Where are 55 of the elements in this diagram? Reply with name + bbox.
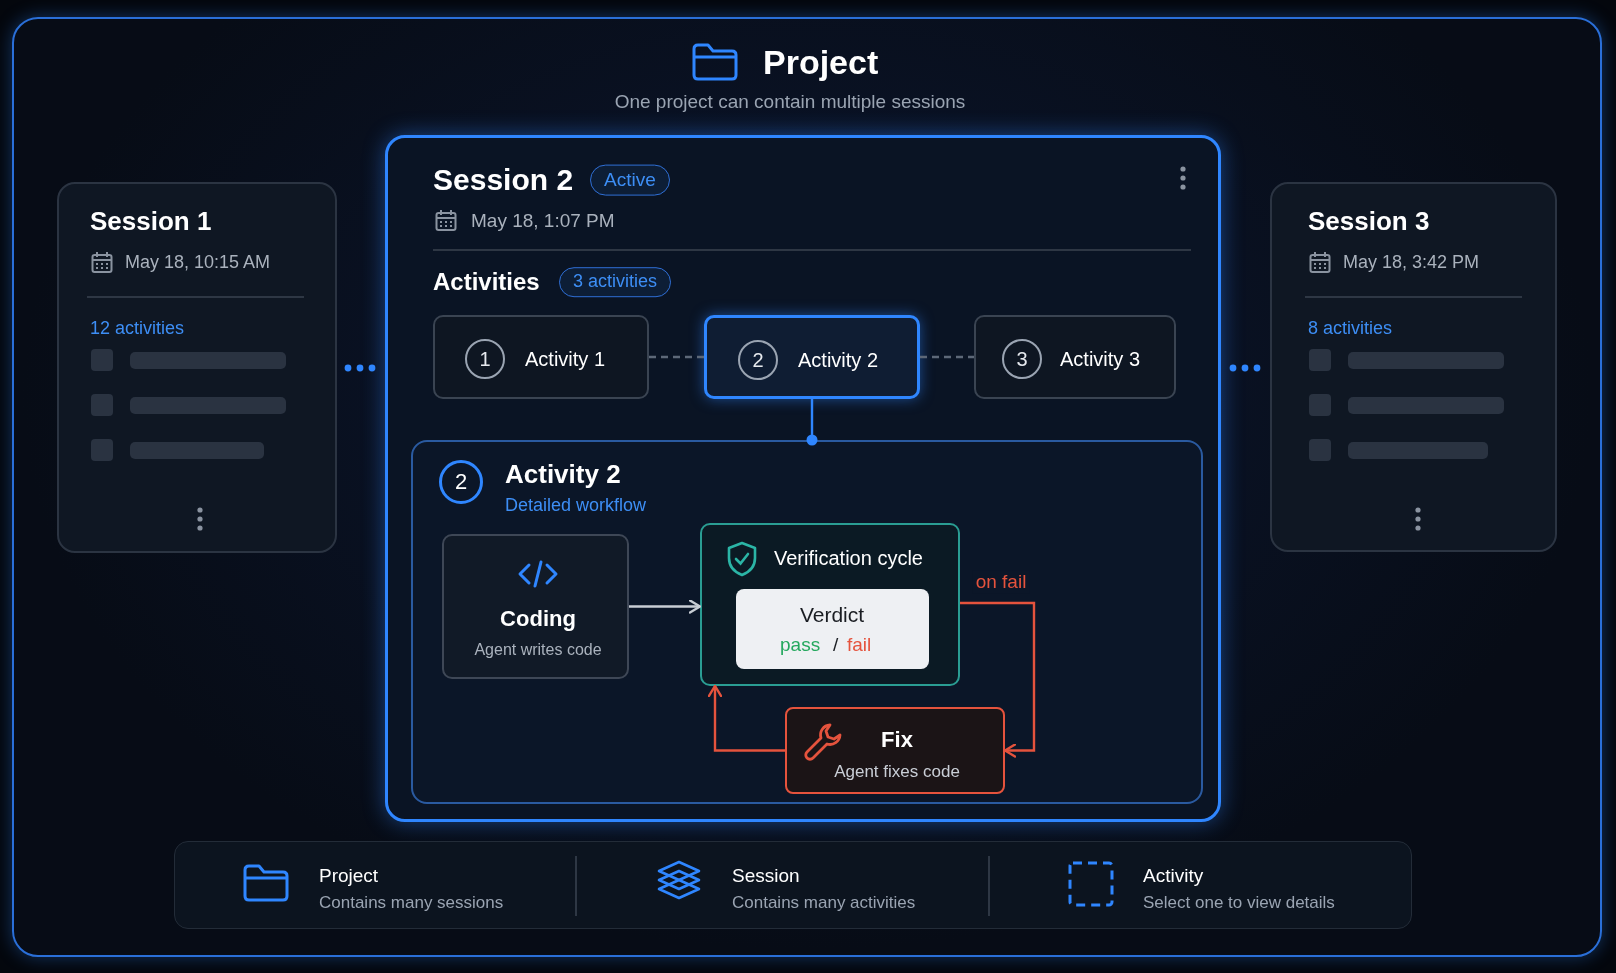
activity-label: Activity 1 xyxy=(525,347,606,371)
legend-bar xyxy=(174,841,1412,929)
card-title: Session 1 xyxy=(90,206,212,238)
legend-title: Project xyxy=(319,864,379,888)
activity-box xyxy=(433,315,649,399)
activity-count: 8 activities xyxy=(1308,318,1393,340)
process-box xyxy=(785,707,1005,794)
card-title: Session 3 xyxy=(1308,206,1430,238)
arrow xyxy=(960,601,1036,758)
step-number: 1 xyxy=(465,339,505,379)
timestamp: May 18, 10:15 AM xyxy=(125,252,271,274)
section-heading: Activities xyxy=(433,267,540,297)
pass-label: pass xyxy=(780,633,821,657)
verdict-box xyxy=(736,589,929,669)
subtitle: One project can contain multiple sessions xyxy=(614,90,966,114)
legend-title: Session xyxy=(732,864,800,888)
activity-box xyxy=(704,315,920,399)
step-number: 2 xyxy=(738,340,778,380)
legend-title: Activity xyxy=(1143,864,1204,888)
step-number: 2 xyxy=(439,460,483,504)
fail-label: fail xyxy=(847,633,872,657)
connector-line xyxy=(649,355,704,359)
process-box xyxy=(442,534,629,679)
legend-description: Select one to view details xyxy=(1143,892,1335,914)
box-title: Coding xyxy=(500,605,576,633)
card-title: Session 2 xyxy=(433,162,574,198)
activity-label: Activity 3 xyxy=(1060,347,1141,371)
title: Project xyxy=(763,41,879,83)
timestamp: May 18, 3:42 PM xyxy=(1343,252,1480,274)
project-frame xyxy=(12,17,1602,957)
arrow xyxy=(707,684,785,752)
session-card xyxy=(385,135,1221,822)
session-card xyxy=(1270,182,1557,552)
legend-description: Contains many activities xyxy=(732,892,916,914)
count-badge: 3 activities xyxy=(559,267,672,297)
box-description: Agent writes code xyxy=(474,640,602,660)
connector-line xyxy=(920,355,974,359)
box-title: Verdict xyxy=(799,602,865,628)
separator: / xyxy=(833,633,839,657)
status-badge: Active xyxy=(590,164,670,196)
box-title: Verification cycle xyxy=(774,546,923,570)
step-number: 3 xyxy=(1002,339,1042,379)
activity-label: Activity 2 xyxy=(798,348,879,372)
legend-description: Contains many sessions xyxy=(319,892,504,914)
timestamp: May 18, 1:07 PM xyxy=(471,209,615,233)
activity-box xyxy=(974,315,1176,399)
session-card xyxy=(57,182,337,553)
box-description: Agent fixes code xyxy=(834,761,960,783)
arrow xyxy=(629,599,702,614)
panel-title: Activity 2 xyxy=(505,459,621,491)
activity-count: 12 activities xyxy=(90,318,185,340)
panel-subtitle: Detailed workflow xyxy=(505,495,647,517)
process-box xyxy=(700,523,960,686)
box-title: Fix xyxy=(881,726,913,754)
detail-panel xyxy=(411,440,1203,804)
